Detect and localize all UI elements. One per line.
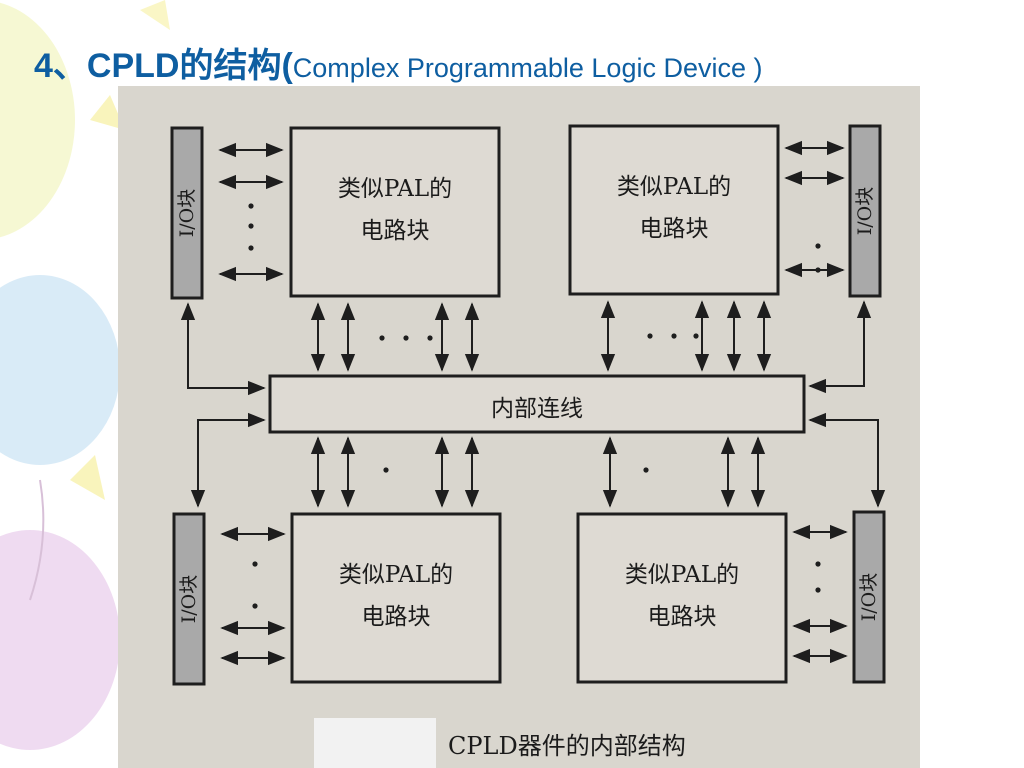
pal-block-bottom-right — [576, 512, 788, 684]
pal-block-line2: 电路块 — [361, 604, 431, 630]
cpld-structure-figure: 类似PAL的 电路块 类似PAL的 电路块 类似PAL的 电路块 类似PAL的 … — [118, 86, 920, 768]
interconnect-label: 内部连线 — [491, 396, 583, 422]
figure-caption: CPLD器件的内部结构 — [448, 732, 686, 760]
pal-block-bottom-left — [290, 512, 502, 684]
pal-block-line1: 类似PAL的 — [616, 174, 732, 200]
pal-block-line1: 类似PAL的 — [338, 562, 454, 588]
pal-block-line2: 电路块 — [647, 604, 717, 630]
pal-block-bottom-left-label: 类似PAL的 电路块 — [296, 554, 496, 638]
pal-block-line1: 类似PAL的 — [624, 562, 740, 588]
cpld-diagram-lines — [170, 124, 886, 686]
io-block-top-left — [170, 126, 204, 300]
io-block-top-left-label: I/O块 — [176, 188, 198, 238]
pal-block-line2: 电路块 — [360, 218, 430, 244]
io-block-top-right-label: I/O块 — [854, 186, 876, 236]
pal-block-line1: 类似PAL的 — [337, 176, 453, 202]
title-paren: ( — [281, 47, 293, 85]
pal-block-bottom-right-label: 类似PAL的 电路块 — [582, 554, 782, 638]
pal-block-top-left-label: 类似PAL的 电路块 — [295, 168, 495, 252]
title-subtitle: Complex Programmable Logic Device ) — [292, 53, 763, 83]
slide-title: 4、CPLD的结构(Complex Programmable Logic Dev… — [34, 38, 762, 87]
pal-block-top-right-label: 类似PAL的 电路块 — [574, 166, 774, 250]
title-main: 4、CPLD的结构 — [34, 47, 282, 85]
ellipsis-dots — [248, 203, 821, 609]
io-block-top-right — [848, 124, 882, 298]
pal-block-top-right — [568, 124, 780, 296]
io-block-bottom-right-label: I/O块 — [858, 572, 880, 622]
io-block-bottom-left — [172, 512, 206, 686]
pal-block-line2: 电路块 — [639, 216, 709, 242]
pal-block-top-left — [289, 126, 501, 298]
caption-whiteout — [314, 718, 436, 768]
io-block-bottom-left-label: I/O块 — [178, 574, 200, 624]
interconnect-bus — [268, 374, 806, 434]
io-block-bottom-right — [852, 510, 886, 684]
